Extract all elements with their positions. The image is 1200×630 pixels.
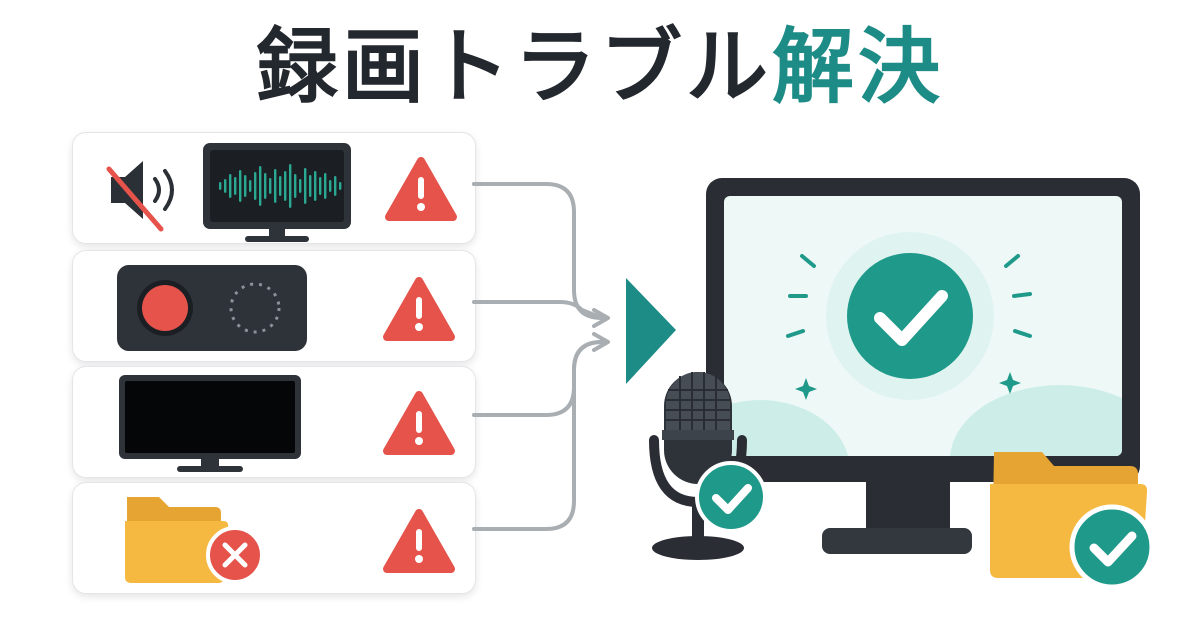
warning-icon bbox=[385, 157, 457, 221]
issue-card-recording bbox=[72, 250, 476, 362]
monitor-waveform-icon bbox=[203, 143, 351, 242]
monitor-check-icon bbox=[706, 178, 1140, 554]
warning-icon bbox=[383, 391, 455, 455]
title-main: 録画トラブル bbox=[255, 20, 772, 115]
folder-check-icon bbox=[990, 452, 1155, 590]
issue-card-audio bbox=[72, 132, 476, 244]
issue-card-file bbox=[72, 482, 476, 594]
folder-error-icon bbox=[125, 497, 264, 584]
loading-spinner-icon bbox=[229, 282, 281, 334]
microphone-check-icon bbox=[649, 372, 767, 560]
title-accent: 解決 bbox=[772, 20, 945, 115]
record-button-icon bbox=[117, 265, 307, 351]
speaker-muted-icon bbox=[106, 161, 174, 232]
warning-icon bbox=[383, 509, 455, 573]
issue-card-black-screen bbox=[72, 366, 476, 478]
warning-icon bbox=[383, 277, 455, 341]
arrow-right-icon bbox=[626, 278, 676, 384]
black-screen-monitor-icon bbox=[119, 375, 301, 472]
page-title: 録画トラブル解決 bbox=[0, 18, 1200, 118]
